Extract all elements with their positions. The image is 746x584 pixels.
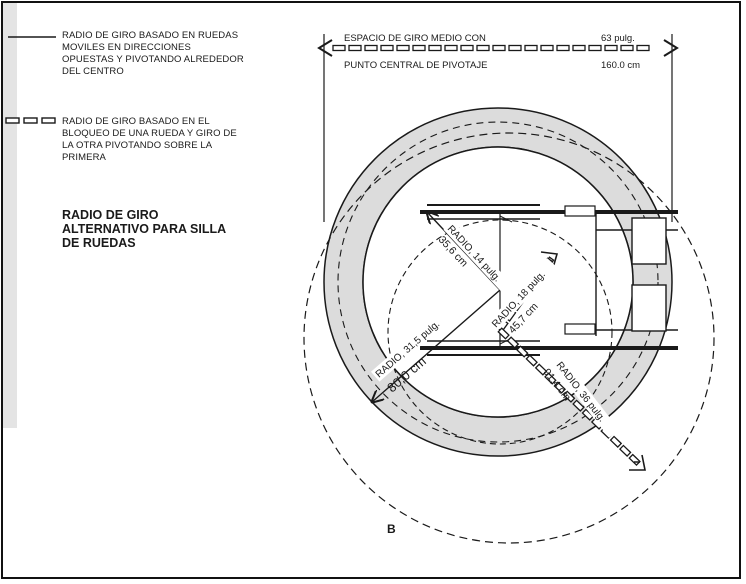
dash-segment bbox=[620, 44, 634, 52]
dash-segment bbox=[609, 435, 623, 448]
dash-segment bbox=[492, 44, 506, 52]
left-shaded-strip bbox=[3, 3, 17, 428]
top-dimension-line bbox=[317, 34, 679, 222]
diagram-title: RADIO DE GIRO ALTERNATIVO PARA SILLA DE … bbox=[62, 208, 227, 250]
legend-solid-description: RADIO DE GIRO BASADO EN RUEDAS MOVILES E… bbox=[62, 30, 244, 77]
dash-segment bbox=[508, 44, 522, 52]
dash-segment bbox=[628, 453, 641, 466]
dash-segment bbox=[476, 44, 490, 52]
dash-segment bbox=[428, 44, 442, 52]
legend-dashed-description: RADIO DE GIRO BASADO EN EL BLOQUEO DE UN… bbox=[62, 116, 237, 163]
outer-dashed-arc bbox=[337, 121, 659, 443]
dash-segment bbox=[364, 44, 378, 52]
dash-segment bbox=[516, 345, 529, 358]
top-dimension-value-cm: 160.0 cm bbox=[601, 60, 640, 71]
large-dashed-circle bbox=[303, 132, 715, 544]
dash-segment bbox=[497, 327, 510, 340]
dash-segment bbox=[380, 44, 394, 52]
dash-segment bbox=[412, 44, 426, 52]
dash-segment bbox=[562, 390, 576, 403]
wheelchair-top-view bbox=[420, 204, 678, 356]
dash-segment bbox=[636, 44, 650, 52]
dash-segment bbox=[572, 399, 585, 412]
legend-dashed-line-sample bbox=[5, 117, 56, 124]
top-dimension-label-above: ESPACIO DE GIRO MEDIO CON bbox=[344, 33, 486, 44]
dash-segment bbox=[540, 44, 554, 52]
dash-segment bbox=[553, 381, 567, 394]
dash-segment bbox=[534, 363, 548, 376]
dash-segment bbox=[332, 44, 346, 52]
dash-segment bbox=[396, 44, 410, 52]
dash-segment bbox=[618, 444, 632, 457]
dash-segment bbox=[581, 408, 595, 421]
dash-segment bbox=[460, 44, 474, 52]
dash-segment bbox=[588, 44, 602, 52]
dash-segment bbox=[544, 372, 557, 385]
dash-segment bbox=[572, 44, 586, 52]
dash-segment bbox=[506, 336, 520, 349]
small-dashed-circle bbox=[387, 219, 613, 445]
dash-segment bbox=[348, 44, 362, 52]
dash-segment bbox=[604, 44, 618, 52]
top-dimension-value-in: 63 pulg. bbox=[601, 33, 635, 44]
top-dimension-label-below: PUNTO CENTRAL DE PIVOTAJE bbox=[344, 60, 487, 71]
dash-segment bbox=[524, 44, 538, 52]
dash-segment bbox=[525, 354, 538, 367]
dash-segment bbox=[556, 44, 570, 52]
figure-letter: B bbox=[387, 522, 396, 536]
dash-segment bbox=[444, 44, 458, 52]
